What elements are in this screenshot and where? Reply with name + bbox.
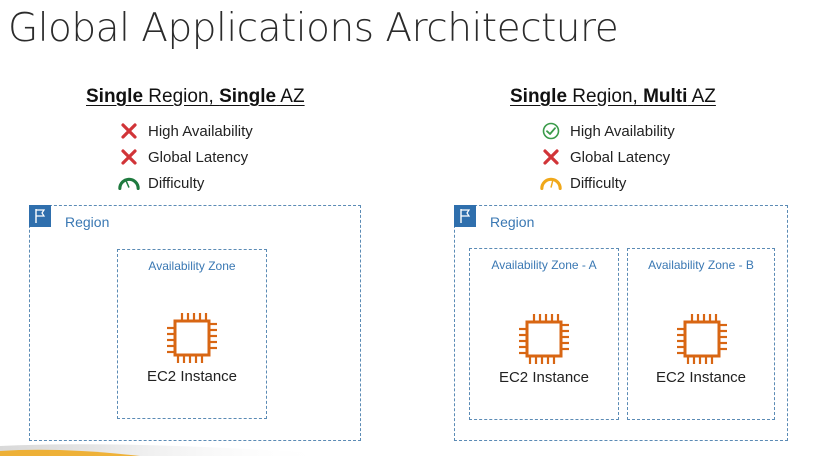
region-flag-icon bbox=[454, 205, 476, 227]
green-check-circle-icon bbox=[540, 121, 562, 141]
criteria-list: High Availability Global Latency Difficu… bbox=[118, 118, 253, 196]
panel-heading-single-az: Single Region, Single AZ bbox=[86, 86, 305, 108]
availability-zone-label: Availability Zone - B bbox=[648, 258, 754, 272]
region-label: Region bbox=[65, 214, 110, 230]
criterion-difficulty: Difficulty bbox=[118, 170, 253, 196]
heading-bold-1: Single bbox=[510, 86, 568, 107]
red-x-icon bbox=[118, 147, 140, 167]
heading-bold-2: Single bbox=[219, 86, 277, 107]
availability-zone-label: Availability Zone bbox=[148, 259, 236, 273]
availability-zone-label: Availability Zone - A bbox=[491, 258, 597, 272]
region-flag-icon bbox=[29, 205, 51, 227]
region-box: Region Availability Zone - A EC2 Instanc… bbox=[454, 205, 788, 441]
criterion-global-latency: Global Latency bbox=[118, 144, 253, 170]
criteria-list: High Availability Global Latency Difficu… bbox=[540, 118, 675, 196]
red-x-icon bbox=[118, 121, 140, 141]
region-label: Region bbox=[490, 214, 535, 230]
region-box: Region Availability Zone EC2 Instance bbox=[29, 205, 361, 441]
page-title: Global Applications Architecture bbox=[8, 6, 619, 51]
heading-bold-1: Single bbox=[86, 86, 144, 107]
ec2-chip-icon bbox=[518, 313, 570, 370]
criterion-global-latency: Global Latency bbox=[540, 144, 675, 170]
yellow-gauge-icon bbox=[540, 173, 562, 193]
criterion-label: High Availability bbox=[570, 122, 675, 140]
availability-zone-b-box: Availability Zone - B EC2 Instance bbox=[627, 248, 775, 420]
heading-text-1: Region, bbox=[143, 86, 220, 107]
green-gauge-icon bbox=[118, 173, 140, 193]
panel-heading-multi-az: Single Region, Multi AZ bbox=[510, 86, 716, 108]
availability-zone-a-box: Availability Zone - A EC2 Instance bbox=[469, 248, 619, 420]
heading-text-1: Region, bbox=[567, 86, 644, 107]
criterion-high-availability: High Availability bbox=[540, 118, 675, 144]
availability-zone-box: Availability Zone EC2 Instance bbox=[117, 249, 267, 419]
heading-bold-2: Multi bbox=[643, 86, 688, 107]
red-x-icon bbox=[540, 147, 562, 167]
criterion-difficulty: Difficulty bbox=[540, 170, 675, 196]
decorative-swoosh bbox=[0, 438, 816, 461]
criterion-high-availability: High Availability bbox=[118, 118, 253, 144]
criterion-label: Global Latency bbox=[148, 148, 249, 166]
criterion-label: High Availability bbox=[148, 122, 253, 140]
ec2-instance-label: EC2 Instance bbox=[498, 369, 590, 386]
criterion-label: Global Latency bbox=[570, 148, 671, 166]
ec2-instance-label: EC2 Instance bbox=[655, 369, 747, 386]
criterion-label: Difficulty bbox=[148, 174, 205, 192]
ec2-chip-icon bbox=[676, 313, 728, 370]
criterion-label: Difficulty bbox=[570, 174, 627, 192]
heading-text-2: AZ bbox=[687, 86, 716, 107]
heading-text-2: AZ bbox=[276, 86, 305, 107]
ec2-chip-icon bbox=[166, 312, 218, 369]
ec2-instance-label: EC2 Instance bbox=[146, 368, 238, 385]
